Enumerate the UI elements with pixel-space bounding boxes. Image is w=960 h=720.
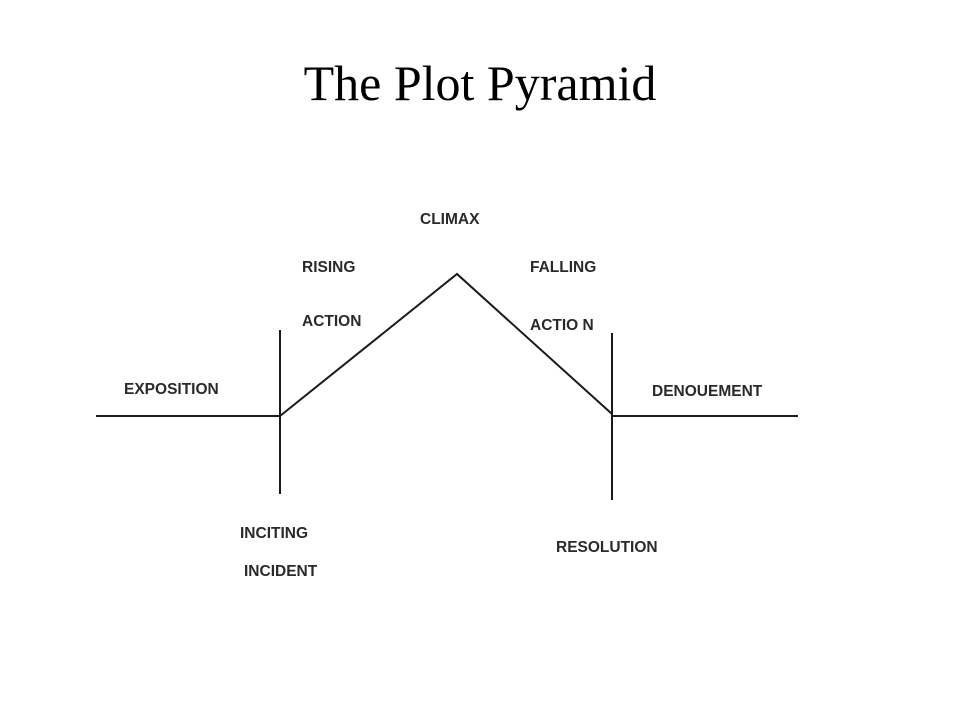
- pyramid-line: [279, 272, 613, 417]
- exposition-label: EXPOSITION: [124, 381, 219, 398]
- page-title: The Plot Pyramid: [303, 55, 657, 111]
- resolution-label: RESOLUTION: [556, 539, 658, 556]
- rising-action-label-line1: RISING: [302, 259, 355, 276]
- rising-action-label-line2: ACTION: [302, 313, 361, 330]
- falling-action-label-line2: ACTIO N: [530, 317, 594, 334]
- inciting-incident-label-line2: INCIDENT: [244, 563, 318, 580]
- climax-label: CLIMAX: [420, 211, 480, 228]
- falling-action-label-line1: FALLING: [530, 259, 596, 276]
- inciting-incident-label-line1: INCITING: [240, 525, 308, 542]
- denouement-label: DENOUEMENT: [652, 383, 763, 400]
